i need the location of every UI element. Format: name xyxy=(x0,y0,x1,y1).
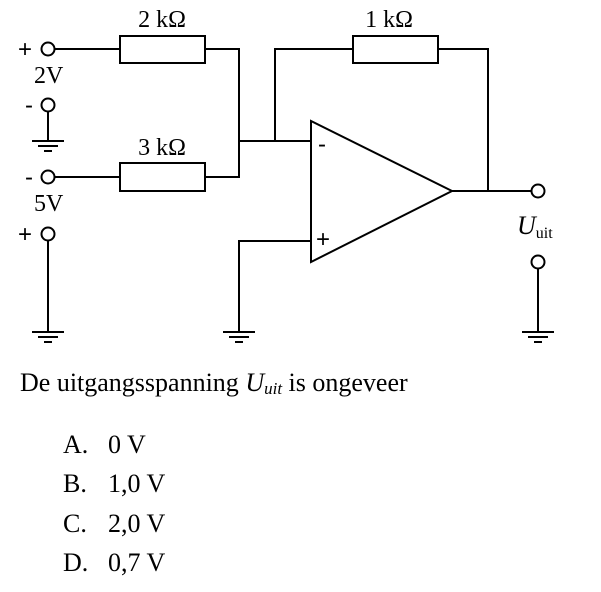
wire xyxy=(205,141,240,178)
option-text: 1,0 V xyxy=(108,469,166,499)
option-letter: C. xyxy=(63,508,87,538)
question-suffix: is ongeveer xyxy=(282,368,408,397)
source-2v-plus-terminal xyxy=(40,41,56,57)
output-label: Uuit xyxy=(517,211,553,242)
question-symbol: U xyxy=(245,368,265,397)
opamp-triangle xyxy=(310,119,455,264)
wire xyxy=(274,48,353,141)
source-5v-minus-sign: - xyxy=(25,164,33,191)
option-letter: A. xyxy=(63,429,89,459)
output-symbol: U xyxy=(517,211,538,240)
ground-icon xyxy=(32,331,64,343)
source-5v-label: 5V xyxy=(34,191,64,217)
resistor-3k xyxy=(119,162,206,192)
question-text: De uitgangsspanning Uuit is ongeveer xyxy=(20,368,408,399)
wire xyxy=(205,48,240,175)
option-a[interactable]: A. 0 V xyxy=(63,425,165,465)
ground-icon xyxy=(32,140,64,152)
option-c[interactable]: C. 2,0 V xyxy=(63,504,165,544)
source-2v: + 2V - xyxy=(18,36,64,152)
opamp-inverting-sign: - xyxy=(318,131,326,158)
source-5v-plus-terminal xyxy=(40,226,56,242)
option-text: 0,7 V xyxy=(108,548,166,578)
ground-icon xyxy=(522,331,554,343)
resistor-1k-label: 1 kΩ xyxy=(365,7,413,33)
source-2v-minus-terminal xyxy=(40,97,56,113)
question-prefix: De uitgangsspanning xyxy=(20,368,246,397)
source-5v-minus-terminal xyxy=(40,169,56,185)
wire xyxy=(438,48,489,191)
resistor-1k-feedback xyxy=(352,35,439,64)
option-d[interactable]: D. 0,7 V xyxy=(63,544,165,584)
output-subscript: uit xyxy=(536,225,553,242)
resistor-2k xyxy=(119,35,206,64)
resistor-2k-label: 2 kΩ xyxy=(138,7,186,33)
wire xyxy=(238,240,311,332)
source-2v-label: 2V xyxy=(34,63,64,89)
source-2v-plus-sign: + xyxy=(18,36,32,63)
output-ground-terminal xyxy=(530,254,546,270)
source-5v: - 5V + xyxy=(18,164,64,343)
ground-icon xyxy=(223,331,255,343)
option-b[interactable]: B. 1,0 V xyxy=(63,465,165,505)
resistor-3k-label: 3 kΩ xyxy=(138,135,186,161)
answer-options: A. 0 V B. 1,0 V C. 2,0 V D. 0,7 V xyxy=(63,425,165,583)
opamp-noninverting-sign: + xyxy=(316,226,330,253)
option-text: 2,0 V xyxy=(108,508,166,538)
question-subscript: uit xyxy=(264,379,283,398)
output-terminal xyxy=(530,183,546,199)
option-text: 0 V xyxy=(108,429,146,459)
option-letter: D. xyxy=(63,548,89,578)
opamp-circuit-diagram: + 2V - - 5V + 2 kΩ 3 kΩ 1 xyxy=(18,7,554,343)
source-2v-minus-sign: - xyxy=(25,92,33,119)
option-letter: B. xyxy=(63,469,87,499)
source-5v-plus-sign: + xyxy=(18,221,32,248)
